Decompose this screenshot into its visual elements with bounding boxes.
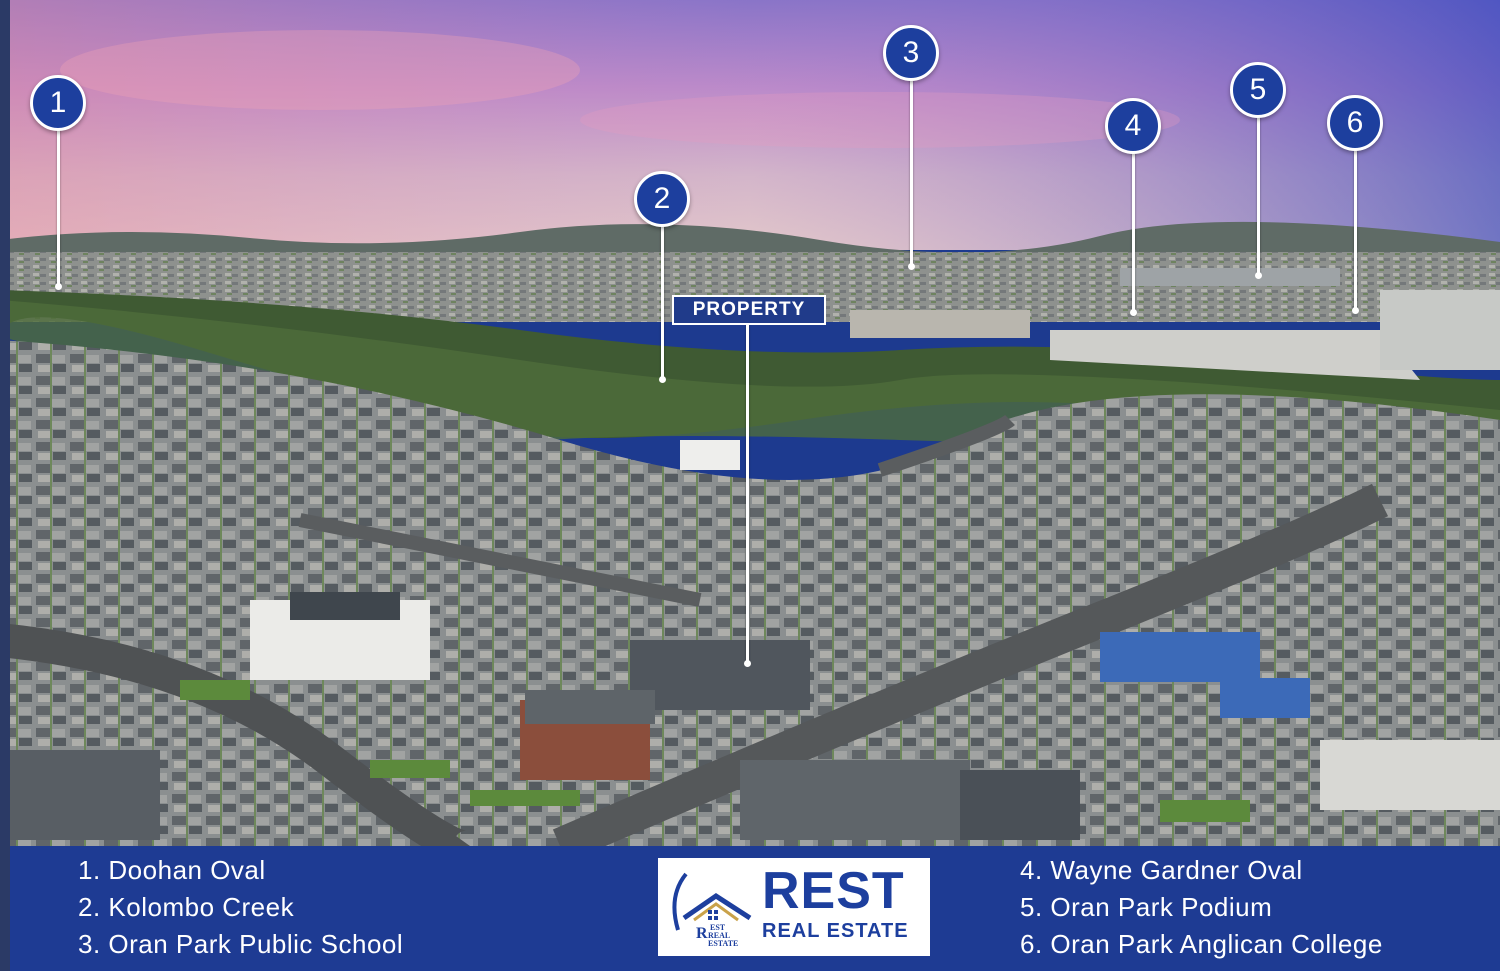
marker-4-stem	[1132, 152, 1135, 312]
legend-item-4: 4. Wayne Gardner Oval	[1020, 855, 1303, 885]
marker-3-point	[908, 263, 915, 270]
marker-3-stem	[910, 78, 913, 266]
legend-banner: 1. Doohan Oval 2. Kolombo Creek 3. Oran …	[10, 846, 1500, 971]
marker-3-badge: 3	[883, 25, 939, 81]
marker-1-stem	[57, 128, 60, 286]
marker-2-point	[659, 376, 666, 383]
marker-5-badge: 5	[1230, 62, 1286, 118]
marker-6-point	[1352, 307, 1359, 314]
legend-item-6: 6. Oran Park Anglican College	[1020, 929, 1383, 959]
marker-2-badge: 2	[634, 171, 690, 227]
aerial-photo-drawing	[0, 0, 1500, 846]
logo-mini-line-2: REAL	[708, 931, 731, 940]
house-roof-icon: R EST REAL ESTATE	[664, 866, 754, 950]
legend-item-3: 3. Oran Park Public School	[78, 929, 404, 959]
aerial-photo	[0, 0, 1500, 846]
marker-4-point	[1130, 309, 1137, 316]
logo-mini-line-1: EST	[710, 923, 726, 932]
rest-real-estate-logo: R EST REAL ESTATE REST REAL ESTATE	[658, 858, 930, 956]
marker-1-badge: 1	[30, 75, 86, 131]
marker-5-point	[1255, 272, 1262, 279]
marker-6-stem	[1354, 148, 1357, 310]
property-stem	[746, 324, 749, 664]
logo-title: REST	[762, 862, 905, 920]
logo-subtitle: REAL ESTATE	[762, 920, 909, 942]
legend-item-5: 5. Oran Park Podium	[1020, 892, 1273, 922]
property-label: PROPERTY	[672, 295, 826, 325]
property-point	[744, 660, 751, 667]
logo-mini-initial: R	[696, 925, 708, 942]
marker-6-badge: 6	[1327, 95, 1383, 151]
left-edge-bar	[0, 0, 10, 971]
marker-5-stem	[1257, 116, 1260, 276]
legend-item-1: 1. Doohan Oval	[78, 855, 266, 885]
house-roof-icon-drawing	[672, 872, 752, 931]
logo-mini-line-3: ESTATE	[708, 939, 739, 948]
marker-1-point	[55, 283, 62, 290]
legend-item-2: 2. Kolombo Creek	[78, 892, 295, 922]
legend-right-column: 4. Wayne Gardner Oval 5. Oran Park Podiu…	[1020, 852, 1383, 963]
marker-4-badge: 4	[1105, 98, 1161, 154]
legend-left-column: 1. Doohan Oval 2. Kolombo Creek 3. Oran …	[78, 852, 403, 963]
marker-2-stem	[661, 224, 664, 379]
